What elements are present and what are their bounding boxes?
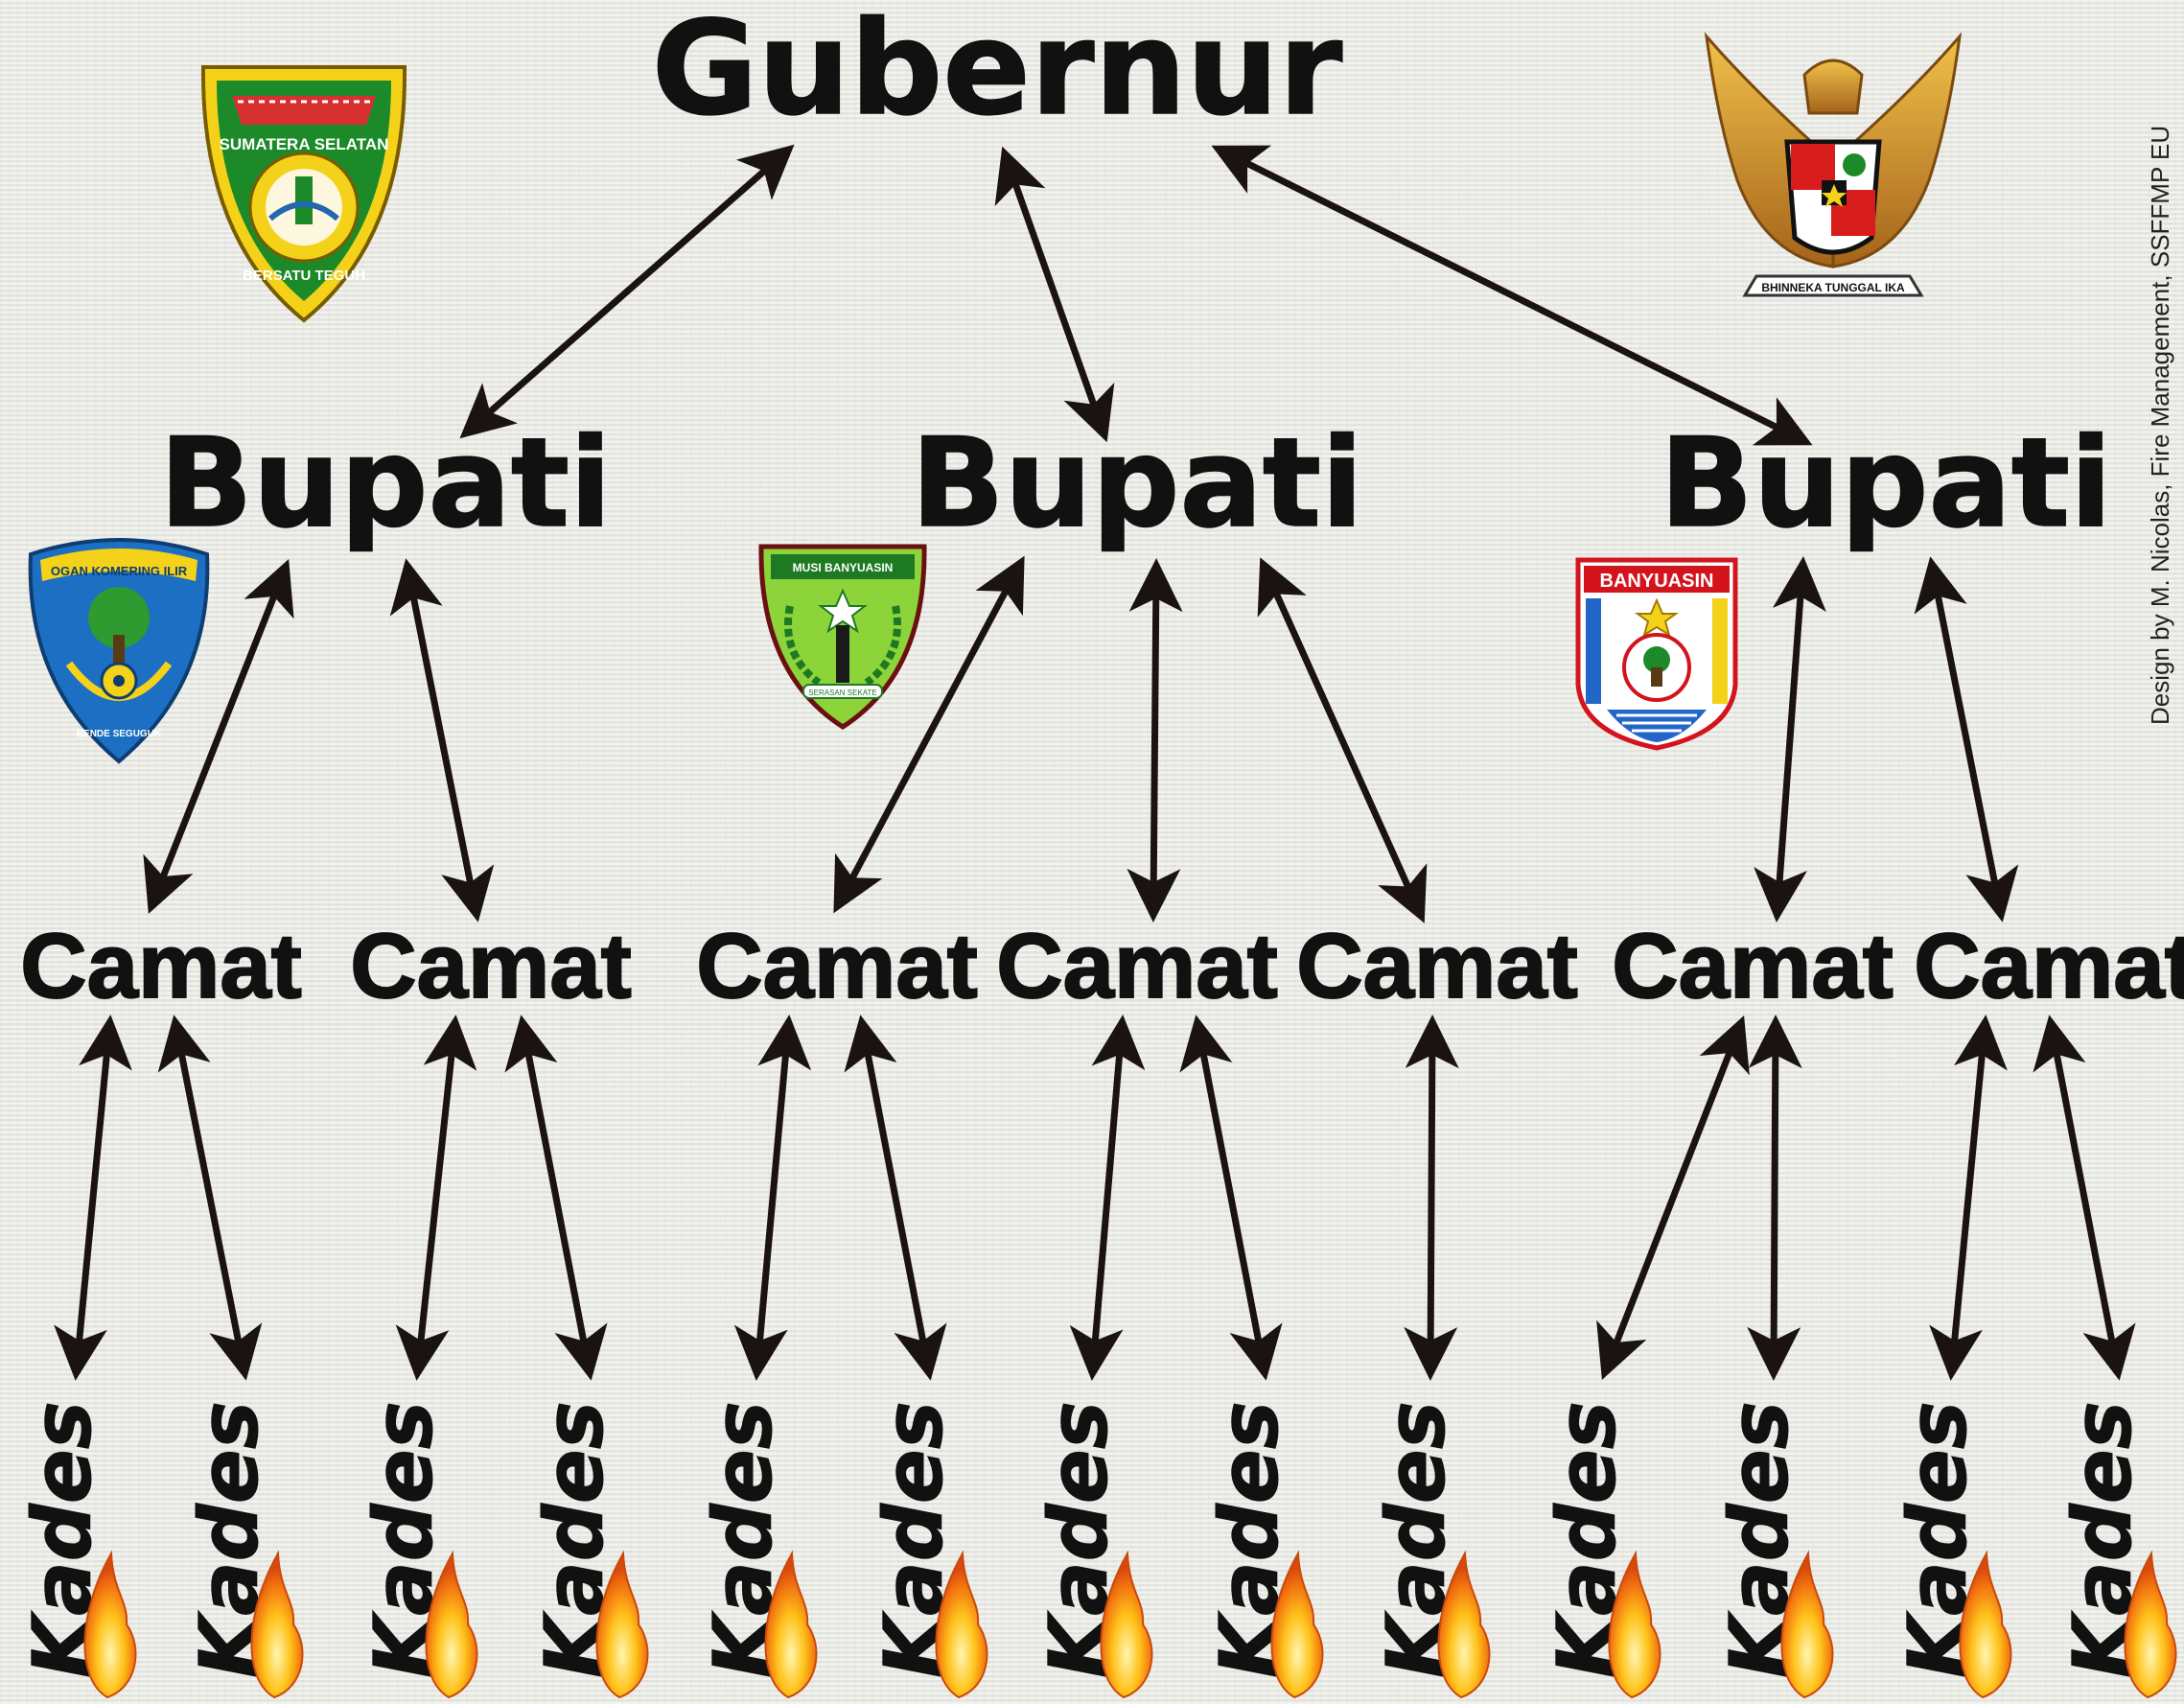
oki-emblem-icon: OGAN KOMERING ILIR BENDE SEGUGUK	[28, 538, 210, 764]
kades-item: Kades	[15, 1401, 137, 1699]
arrow-cam4-kades8	[1179, 1015, 1283, 1381]
bupati-label-2: Bupati	[911, 412, 1363, 555]
fire-icon	[595, 1550, 649, 1699]
arrow-bup1-cam2	[389, 558, 495, 922]
kades-item: Kades	[1369, 1401, 1491, 1699]
kades-item: Kades	[357, 1401, 478, 1699]
kades-label: Kades	[1032, 1401, 1126, 1678]
fire-icon	[935, 1550, 988, 1699]
camat-label-4: Camat	[996, 915, 1277, 1017]
kades-label: Kades	[527, 1401, 621, 1678]
fire-icon	[1270, 1550, 1324, 1699]
kades-row: Kades Kades Kades Kades Kades Kades Kades Kades…	[15, 1401, 2177, 1699]
arrow-bup3-cam7	[1914, 556, 2019, 922]
arrow-cam6-kades11	[1747, 1015, 1802, 1381]
sumsel-emblem-icon: SUMATERA SELATAN BERSATU TEGUH	[200, 65, 407, 323]
arrow-bup2-cam4	[1127, 558, 1183, 922]
arrow-gub-bup1	[459, 144, 795, 439]
oki-emblem-top-text: OGAN KOMERING ILIR	[51, 564, 188, 578]
fire-icon	[425, 1550, 478, 1699]
connector-arrows	[54, 144, 2136, 1381]
kades-item: Kades	[696, 1401, 818, 1699]
kades-item: Kades	[1712, 1401, 1834, 1699]
arrow-cam7-kades13	[2033, 1015, 2136, 1381]
arrow-cam5-kades9	[1404, 1015, 1459, 1381]
fire-icon	[764, 1550, 818, 1699]
sumsel-emblem-bottom-text: BERSATU TEGUH	[243, 268, 365, 284]
arrow-cam1-kades2	[157, 1015, 263, 1381]
arrow-bup3-cam6	[1754, 556, 1826, 922]
camat-label-2: Camat	[350, 915, 631, 1017]
arrow-cam4-kades7	[1069, 1015, 1146, 1381]
arrow-cam3-kades5	[733, 1015, 812, 1381]
arrow-cam6-kades10	[1596, 1015, 1750, 1381]
arrow-cam3-kades6	[844, 1015, 947, 1381]
kades-item: Kades	[867, 1401, 988, 1699]
gubernur-label: Gubernur	[652, 0, 1343, 144]
bupati-label-3: Bupati	[1660, 412, 2112, 555]
camat-label-6: Camat	[1612, 915, 1893, 1017]
fire-icon	[1959, 1550, 2012, 1699]
kades-item: Kades	[527, 1401, 649, 1699]
banyuasin-emblem-top-text: BANYUASIN	[1600, 571, 1714, 592]
kades-label: Kades	[2056, 1401, 2149, 1678]
fire-icon	[83, 1550, 137, 1699]
arrow-bup1-cam1	[143, 558, 294, 915]
kades-item: Kades	[1202, 1401, 1324, 1699]
camat-label-5: Camat	[1296, 915, 1577, 1017]
kades-label: Kades	[1891, 1401, 1985, 1678]
camat-label-3: Camat	[696, 915, 977, 1017]
kades-item: Kades	[1891, 1401, 2012, 1699]
arrow-bup2-cam5	[1257, 557, 1428, 923]
kades-item: Kades	[1540, 1401, 1661, 1699]
designer-credit: Design by M. Nicolas, Fire Management, S…	[2146, 126, 2174, 725]
arrow-cam2-kades4	[504, 1015, 608, 1381]
muba-emblem-top-text: MUSI BANYUASIN	[793, 561, 894, 574]
banyuasin-emblem-icon: BANYUASIN	[1575, 557, 1738, 751]
kades-item: Kades	[182, 1401, 304, 1699]
arrow-gub-bup3	[1211, 145, 1813, 446]
muba-emblem-icon: MUSI BANYUASIN SERASAN SEKATE	[758, 544, 927, 730]
camat-label-1: Camat	[20, 915, 301, 1017]
kades-item: Kades	[2056, 1401, 2177, 1699]
sumsel-emblem-top-text: SUMATERA SELATAN	[220, 135, 389, 153]
fire-icon	[1780, 1550, 1834, 1699]
camat-label-7: Camat	[1914, 915, 2184, 1017]
garuda-ribbon-text: BHINNEKA TUNGGAL IKA	[1761, 281, 1905, 294]
arrow-cam7-kades12	[1929, 1015, 2008, 1381]
garuda-pancasila-icon: BHINNEKA TUNGGAL IKA	[1704, 32, 1963, 297]
muba-emblem-bottom-text: SERASAN SEKATE	[808, 689, 876, 697]
fire-icon	[2124, 1550, 2177, 1699]
arrow-cam1-kades1	[54, 1015, 132, 1381]
fire-icon	[1437, 1550, 1491, 1699]
kades-item: Kades	[1032, 1401, 1153, 1699]
fire-icon	[250, 1550, 304, 1699]
arrow-gub-bup2	[994, 146, 1115, 443]
kades-label: Kades	[15, 1401, 109, 1678]
fire-icon	[1608, 1550, 1661, 1699]
oki-emblem-bottom-text: BENDE SEGUGUK	[77, 729, 162, 739]
arrow-bup2-cam3	[833, 555, 1025, 914]
arrow-cam2-kades3	[395, 1015, 477, 1381]
bupati-label-1: Bupati	[159, 412, 612, 555]
fire-icon	[1100, 1550, 1153, 1699]
